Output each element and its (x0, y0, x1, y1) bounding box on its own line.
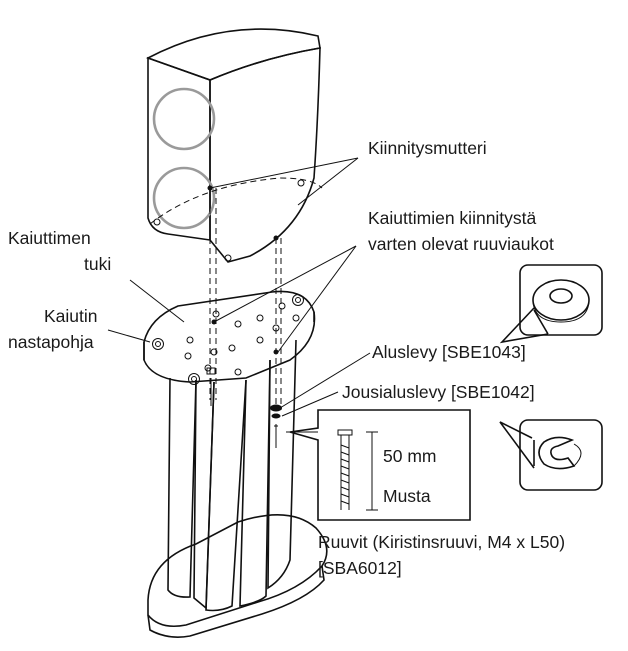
mounting-holes-label-line1: Kaiuttimien kiinnitystä (368, 208, 537, 228)
woofer-ring (152, 87, 216, 151)
spring-washer-label: Jousialuslevy [SBE1042] (342, 382, 535, 402)
washer-callout (499, 264, 603, 344)
screws-label-line2: [SBA6012] (318, 558, 402, 578)
pointer-lines (107, 157, 371, 433)
spike-base-label-line1: Kaiutin (44, 306, 98, 326)
washer-label: Aluslevy [SBE1043] (372, 342, 526, 362)
spike-base (152, 294, 304, 385)
screw-length-label: 50 mm (383, 446, 436, 466)
screw-color-label: Musta (383, 486, 431, 506)
screws-label-line1: Ruuvit (Kiristinsruuvi, M4 x L50) (318, 532, 565, 552)
tweeter-ring (152, 166, 216, 230)
mounting-nut-label: Kiinnitysmutteri (368, 138, 487, 158)
screw-callout: 50 mm Musta (289, 409, 471, 521)
spike-base-label-line2: nastapohja (8, 332, 94, 352)
mounting-hardware (206, 367, 282, 448)
stand-label-line1: Kaiuttimen (8, 228, 91, 248)
spring-washer-callout (499, 419, 603, 491)
stand-label-line2: tuki (84, 254, 111, 274)
speaker-cabinet (146, 28, 323, 263)
speaker-stand (143, 290, 328, 638)
assembly-guide-lines (209, 188, 282, 410)
mounting-holes-label-line2: varten olevat ruuviaukot (368, 234, 554, 254)
